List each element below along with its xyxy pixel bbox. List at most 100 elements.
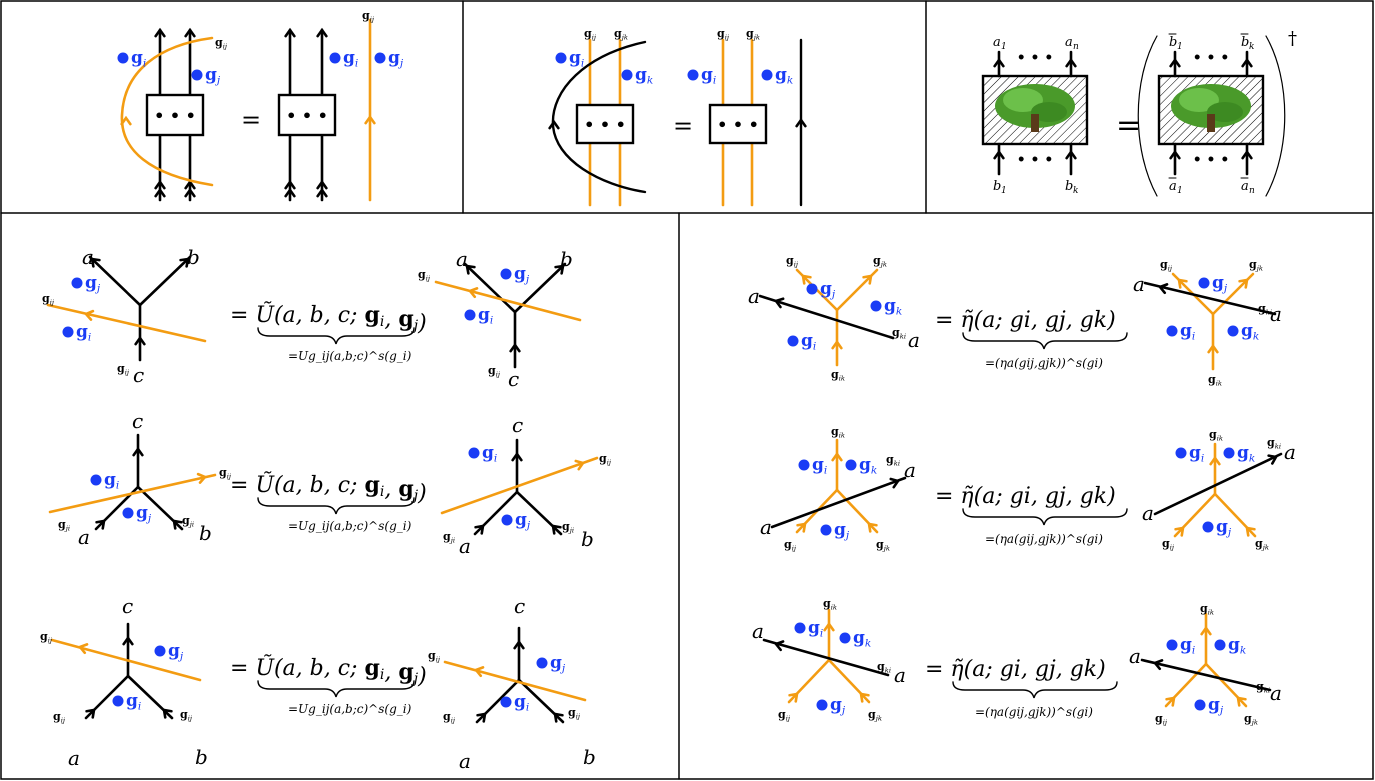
arrow-head-icon [1241, 57, 1253, 68]
edge-b [138, 255, 192, 307]
wall-label: gij [362, 9, 375, 23]
dot-label: gi [1189, 443, 1204, 465]
arrow-head-icon [513, 639, 525, 650]
edge-label: b [199, 521, 212, 545]
g-label: gij [443, 710, 456, 724]
dot-label: gi [104, 470, 119, 492]
blue-dot-icon [154, 645, 166, 657]
g-label: gij [784, 538, 797, 552]
arrow-head-icon [831, 339, 843, 350]
arrow-head-icon [284, 27, 296, 38]
arrow-head-icon [548, 119, 560, 130]
arrow-head-icon [132, 446, 144, 457]
dot-label: gj [820, 279, 836, 301]
orange-wall [48, 473, 217, 514]
orange-wall [46, 303, 207, 343]
edge-label: a [459, 749, 471, 773]
blue-dot-icon [839, 632, 851, 644]
arrow-head-icon [154, 187, 166, 198]
arrow-head-icon [551, 524, 562, 535]
arrow-head-icon [196, 472, 208, 484]
edge-label: b [195, 745, 208, 769]
blue-dot-icon [1214, 639, 1226, 651]
ellipsis-dots: • • • [584, 115, 626, 134]
arrow-head-icon [465, 264, 476, 275]
arrow-head-icon [172, 519, 183, 530]
dot-label: gj [834, 520, 850, 542]
blue-dot-icon [1194, 699, 1206, 711]
g-label: gij [53, 710, 66, 724]
blue-dot-icon [500, 696, 512, 708]
edge-label: a [904, 458, 916, 482]
tree-trunk [1031, 114, 1039, 132]
U-definition: =Ug_ij(a,b;c)^s(g_i) [288, 519, 412, 533]
arrow-head-icon [993, 149, 1005, 160]
leg-label: b [1241, 35, 1249, 50]
g-label: gik [831, 368, 845, 382]
g-label: gij [42, 292, 55, 306]
orange-wall [434, 280, 582, 322]
arrow-head-icon [889, 477, 901, 489]
arrow-head-icon [90, 257, 101, 268]
leg-label: 1 [1001, 186, 1007, 196]
edge-label: a [1270, 681, 1282, 705]
arrow-head-icon [1200, 625, 1212, 636]
g-label: gij [778, 708, 791, 722]
tree-icon [1171, 84, 1251, 132]
arrow-head-icon [316, 187, 328, 198]
dot-label: gj [85, 273, 101, 295]
U-definition: =Ug_ij(a,b;c)^s(g_i) [288, 349, 412, 363]
edge-label: c [132, 409, 143, 433]
g-label: gjk [873, 254, 887, 268]
blue-dot-icon [1166, 639, 1178, 651]
dot-label: gj [388, 48, 404, 70]
leg-label: k [1073, 186, 1078, 196]
dot-label: gj [514, 264, 530, 286]
g-label: gki [1258, 302, 1272, 316]
orange-wall [440, 456, 599, 515]
U-definition: =Ug_ij(a,b;c)^s(g_i) [288, 702, 412, 716]
black-line [762, 638, 890, 677]
g-label: gij [568, 706, 581, 720]
black-box [277, 93, 337, 137]
arrow-head-icon [1169, 149, 1181, 160]
leg-label: a [1065, 35, 1073, 50]
edge-label: a [1133, 272, 1145, 296]
blue-dot-icon [112, 695, 124, 707]
leg-label: a [993, 35, 1001, 50]
arrow-head-icon [1177, 278, 1188, 289]
dagger-symbol: † [1288, 28, 1297, 49]
arrow-head-icon [284, 187, 296, 198]
black-line [1153, 452, 1283, 516]
edge-label: a [82, 245, 94, 269]
dot-label: gi [514, 692, 529, 714]
dot-label: gj [168, 641, 184, 663]
arrow-head-icon [1157, 283, 1169, 295]
edge-label: c [508, 367, 519, 391]
g-label: gji [562, 520, 574, 534]
arrow-head-icon [1065, 57, 1077, 68]
blue-dot-icon [794, 622, 806, 634]
blue-dot-icon [117, 52, 129, 64]
arrow-head-icon [1245, 526, 1256, 537]
arrow-head-icon [831, 451, 843, 462]
edge-label: a [760, 515, 772, 539]
g-label: gik [831, 425, 845, 439]
leg-label: n [1249, 186, 1255, 196]
arrow-head-icon [316, 179, 328, 190]
blue-dot-icon [122, 507, 134, 519]
arrow-head-icon [162, 708, 173, 719]
U-equation: = Ũ(a, b, c; gi, gj) [230, 653, 427, 689]
g-label: gij [1162, 537, 1175, 551]
arrow-head-icon [795, 117, 807, 128]
equals-sign: = [673, 112, 693, 140]
g-label: gij [1155, 712, 1168, 726]
g-label: gik [823, 597, 837, 611]
arrow-head-icon [179, 257, 190, 268]
arrow-head-icon [1207, 343, 1219, 354]
dot-label: gi [569, 48, 584, 70]
edge-label: a [459, 534, 471, 558]
eta-equation: = η̃(a; gi, gj, gk) [935, 484, 1116, 509]
